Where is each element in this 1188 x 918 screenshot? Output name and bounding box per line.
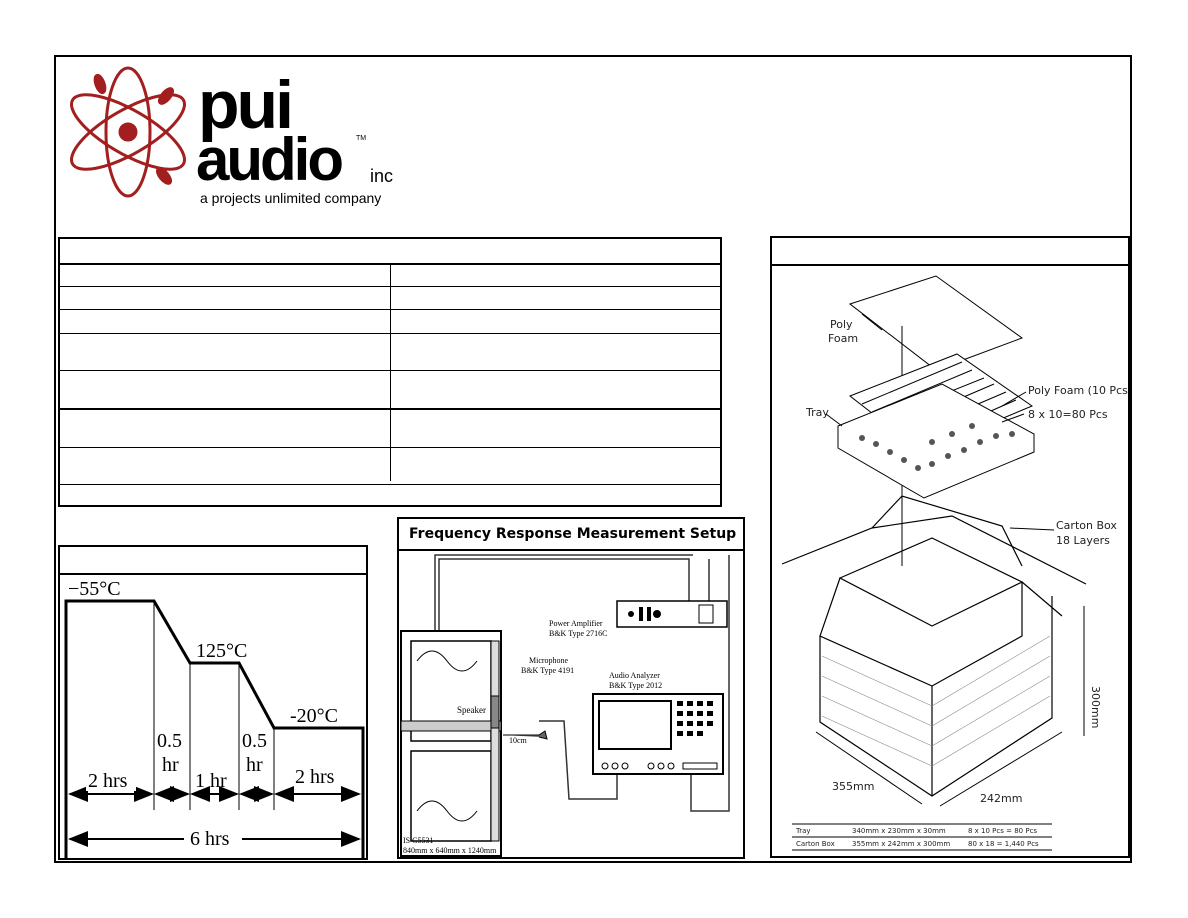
layers-label: 18 Layers <box>1056 534 1110 547</box>
thermal-panel-header <box>60 547 366 575</box>
temp-end-label: -20°C <box>290 705 338 727</box>
packaging-panel-header <box>772 238 1128 266</box>
carton-label: Carton Box <box>1056 519 1117 532</box>
atom-icon <box>69 66 187 198</box>
length-dim: 355mm <box>832 780 874 793</box>
count-label: 8 x 10=80 Pcs <box>1028 408 1108 421</box>
pkg-table-cell: Tray <box>795 827 811 835</box>
height-dim: 300mm <box>1089 686 1102 728</box>
analyzer-model: B&K Type 2012 <box>609 681 662 690</box>
mic-model: B&K Type 4191 <box>521 666 574 675</box>
packaging-diagram: Poly Foam Poly Foam (10 Pcs) Tray 8 x 10… <box>781 275 1128 851</box>
thermal-cycle-panel: −55°C 125°C -20°C 2 hrs 0.5 hr 1 hr 0.5 … <box>58 545 368 860</box>
spec-table <box>58 237 722 507</box>
amp-label: Power Amplifier <box>549 619 603 628</box>
page-frame <box>54 55 1132 863</box>
logo-tm: TM <box>356 135 366 142</box>
total-duration-label: 6 hrs <box>190 828 230 850</box>
logo-tagline: a projects unlimited company <box>200 190 381 206</box>
ramp-label: 0.5 <box>157 730 182 752</box>
pkg-table-cell: 340mm x 230mm x 30mm <box>852 827 946 835</box>
poly-foam-10-label: Poly Foam (10 Pcs) <box>1028 384 1128 397</box>
mic-label: Microphone <box>529 656 569 665</box>
packaging-panel: Poly Foam Poly Foam (10 Pcs) Tray 8 x 10… <box>770 236 1130 858</box>
freq-panel-header: Frequency Response Measurement Setup <box>399 519 743 551</box>
poly-foam-label: Foam <box>828 332 858 345</box>
poly-foam-label: Poly <box>830 318 853 331</box>
logo-inc: inc <box>370 166 393 186</box>
pkg-table-cell: Carton Box <box>796 840 835 848</box>
spec-table-header <box>60 239 720 265</box>
analyzer-label: Audio Analyzer <box>609 671 660 680</box>
speaker-label: Speaker <box>457 705 486 715</box>
segment-label: 2 hrs <box>88 770 128 792</box>
spec-row <box>60 448 720 485</box>
freq-setup-diagram: Speaker 10cm Microphone B&K Type 4191 Po… <box>400 554 730 857</box>
temp-hot-label: 125°C <box>196 640 247 662</box>
ramp-label: 0.5 <box>242 730 267 752</box>
freq-panel-title: Frequency Response Measurement Setup <box>409 526 737 542</box>
width-dim: 242mm <box>980 792 1022 805</box>
segment-label: 1 hr <box>195 770 227 792</box>
segment-label: 2 hrs <box>295 766 335 788</box>
spec-table-divider <box>390 263 391 481</box>
logo-word-audio: audio <box>196 126 342 193</box>
freq-footer-1: IS C5531 <box>403 836 433 845</box>
tray-label: Tray <box>805 406 829 419</box>
company-logo: pui audio TM inc a projects unlimited co… <box>69 66 393 206</box>
temp-cold-label: −55°C <box>68 578 121 600</box>
freq-response-panel: Frequency Response Measurement Setup Spe… <box>397 517 745 859</box>
logo-word-pui: pui <box>198 67 291 143</box>
thermal-cycle-chart: −55°C 125°C -20°C 2 hrs 0.5 hr 1 hr 0.5 … <box>64 578 365 860</box>
ramp-label: hr <box>162 754 179 776</box>
pkg-table-cell: 8 x 10 Pcs = 80 Pcs <box>968 827 1037 835</box>
freq-footer-2: 840mm x 640mm x 1240mm <box>403 846 497 855</box>
ramp-label: hr <box>246 754 263 776</box>
amp-model: B&K Type 2716C <box>549 629 607 638</box>
pkg-table-cell: 80 x 18 = 1,440 Pcs <box>968 840 1039 848</box>
pkg-table-cell: 355mm x 242mm x 300mm <box>852 840 950 848</box>
distance-label: 10cm <box>509 736 528 745</box>
